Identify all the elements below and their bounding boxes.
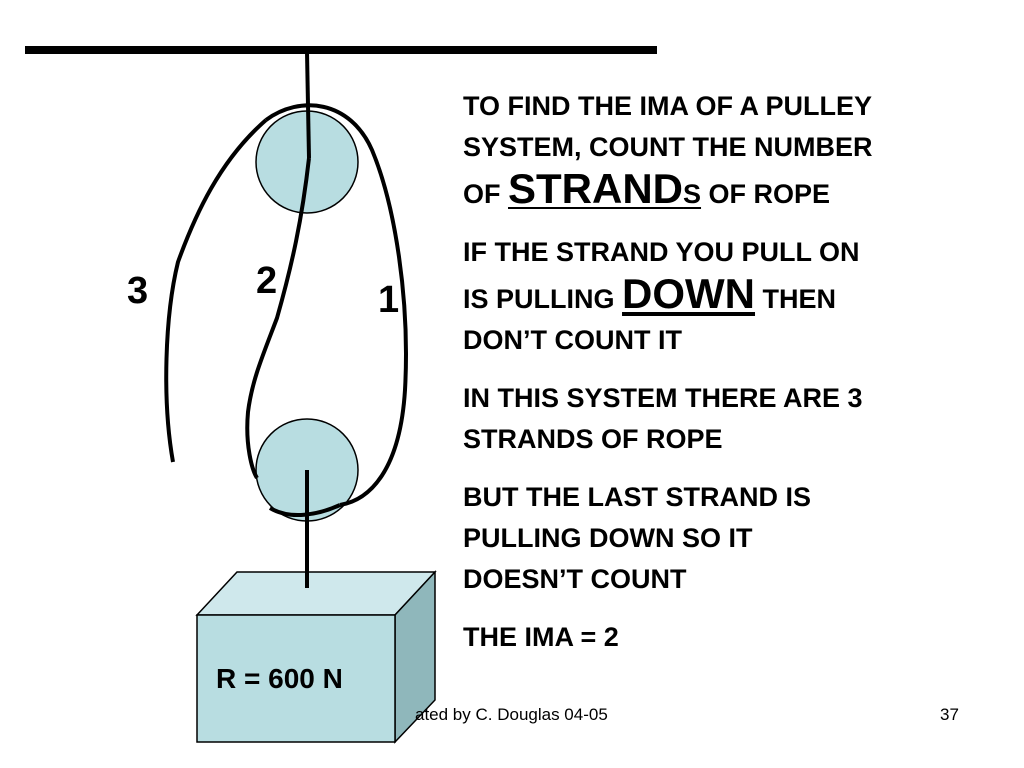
p2-then: THEN [762, 284, 837, 314]
load-box-front [196, 614, 396, 743]
strands-emphasis: STRANDS [508, 168, 702, 210]
rope-bottom-loop [268, 503, 341, 517]
p1-strand: STRAND [508, 165, 684, 212]
strand-label-3: 3 [127, 270, 148, 312]
p2-is-pulling: IS PULLING [463, 284, 615, 314]
p4-line2: PULLING DOWN SO IT [463, 523, 753, 553]
explanation-text: TO FIND THE IMA OF A PULLEY SYSTEM, COUN… [463, 86, 1003, 675]
rope-strand-2 [245, 157, 311, 480]
paragraph-5: THE IMA = 2 [463, 617, 1003, 658]
p1-of: OF [463, 179, 501, 209]
p3-line2: STRANDS OF ROPE [463, 424, 723, 454]
paragraph-3: IN THIS SYSTEM THERE ARE 3 STRANDS OF RO… [463, 378, 1003, 460]
paragraph-2: IF THE STRAND YOU PULL ON IS PULLING DOW… [463, 232, 1003, 361]
rope-strand-3 [164, 118, 268, 463]
p1-line2: SYSTEM, COUNT THE NUMBER [463, 132, 873, 162]
p5-ima: THE IMA = 2 [463, 622, 619, 652]
footer-credit: ated by C. Douglas 04-05 [415, 705, 608, 724]
strand-label-2: 2 [256, 260, 277, 302]
load-label: R = 600 N [216, 663, 343, 694]
page-number: 37 [940, 705, 959, 724]
p4-line1: BUT THE LAST STRAND IS [463, 482, 811, 512]
p1-line1: TO FIND THE IMA OF A PULLEY [463, 91, 872, 121]
p2-line3: DON’T COUNT IT [463, 325, 682, 355]
paragraph-4: BUT THE LAST STRAND IS PULLING DOWN SO I… [463, 477, 1003, 600]
p1-s: S [683, 179, 702, 209]
rope-strand-1 [264, 103, 408, 507]
p3-line1: IN THIS SYSTEM THERE ARE 3 [463, 383, 863, 413]
paragraph-1: TO FIND THE IMA OF A PULLEY SYSTEM, COUN… [463, 86, 1003, 215]
p1-rest: OF ROPE [708, 179, 831, 209]
p2-down: DOWN [622, 270, 756, 317]
p2-line1: IF THE STRAND YOU PULL ON [463, 237, 860, 267]
load-box-top [195, 571, 437, 616]
p4-line3: DOESN’T COUNT [463, 564, 687, 594]
strand-label-1: 1 [378, 279, 399, 321]
